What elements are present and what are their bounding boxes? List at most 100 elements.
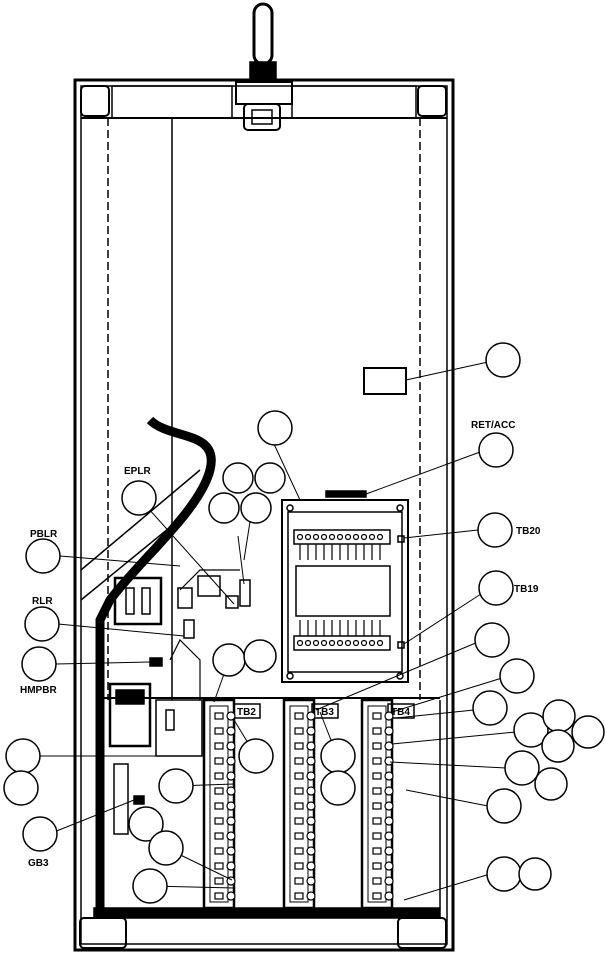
callout-circle: [148, 830, 184, 866]
callout-circle: [478, 570, 514, 606]
label-tb19: TB19: [514, 584, 539, 595]
terminal-screw: [214, 832, 224, 840]
terminal-pin: [384, 756, 394, 766]
small-module: [363, 367, 407, 395]
terminal-screw: [372, 892, 382, 900]
terminal-pin: [306, 756, 316, 766]
terminal-screw: [214, 892, 224, 900]
label-pblr: PBLR: [30, 529, 58, 540]
terminal-pin: [306, 846, 316, 856]
module-terminal: [312, 639, 320, 647]
label-tb2: TB2: [237, 707, 256, 718]
label-tb20: TB20: [516, 526, 541, 537]
module-terminal: [360, 639, 368, 647]
terminal-screw: [294, 772, 304, 780]
terminal-screw: [214, 847, 224, 855]
callout-circle: [240, 492, 272, 524]
main-cable: [95, 416, 216, 910]
terminal-pin: [384, 831, 394, 841]
terminal-pin: [226, 711, 236, 721]
module-terminal: [312, 533, 320, 541]
terminal-screw: [372, 877, 382, 885]
module-terminal: [304, 533, 312, 541]
callouts: [3, 342, 605, 904]
callout-circle: [477, 512, 513, 548]
callout-circle: [5, 738, 41, 774]
terminal-pin: [226, 771, 236, 781]
callout-circle: [472, 690, 508, 726]
callout-circle: [21, 646, 57, 682]
enclosure: [73, 78, 455, 952]
terminal-screw: [214, 772, 224, 780]
terminal-screw: [294, 712, 304, 720]
callout-circle: [132, 868, 168, 904]
terminal-pin: [384, 786, 394, 796]
callout-circle: [128, 806, 164, 842]
terminal-pin: [306, 786, 316, 796]
terminal-pin: [226, 741, 236, 751]
terminal-screw: [372, 817, 382, 825]
callout-circle: [478, 432, 514, 468]
callout-circle: [474, 622, 510, 658]
module-terminal: [296, 533, 304, 541]
terminal-pin: [384, 846, 394, 856]
label-tb3: TB3: [315, 707, 334, 718]
callout-circle: [243, 639, 277, 673]
module-terminal: [376, 639, 384, 647]
callout-circle: [513, 712, 549, 748]
callout-circle: [486, 856, 522, 892]
terminal-screw: [214, 787, 224, 795]
terminal-pin: [226, 756, 236, 766]
terminal-pins: [214, 533, 394, 901]
callout-circle: [486, 788, 522, 824]
terminal-pin: [384, 876, 394, 886]
module-terminal: [368, 639, 376, 647]
module-terminal: [344, 533, 352, 541]
terminal-pin: [384, 891, 394, 901]
terminal-screw: [214, 712, 224, 720]
callout-circle: [158, 768, 194, 804]
label-ret-acc: RET/ACC: [471, 420, 515, 431]
terminal-screw: [294, 757, 304, 765]
terminal-pin: [306, 861, 316, 871]
callout-circle: [212, 643, 246, 677]
label-eplr: EPLR: [124, 466, 151, 477]
terminal-screw: [294, 832, 304, 840]
callout-circle: [22, 816, 58, 852]
terminal-screw: [294, 787, 304, 795]
terminal-screw: [372, 847, 382, 855]
terminal-pin: [384, 711, 394, 721]
module-terminal: [376, 533, 384, 541]
module-terminal: [320, 533, 328, 541]
terminal-pin: [226, 726, 236, 736]
module-terminal: [328, 639, 336, 647]
terminal-pin: [306, 816, 316, 826]
terminal-pin: [226, 861, 236, 871]
callout-circle: [24, 606, 60, 642]
terminal-screw: [214, 742, 224, 750]
terminal-screw: [372, 772, 382, 780]
terminal-screw: [294, 802, 304, 810]
module-terminal: [320, 639, 328, 647]
terminal-screw: [214, 727, 224, 735]
terminal-pin: [226, 846, 236, 856]
terminal-pin: [384, 816, 394, 826]
relay-cluster: [113, 569, 251, 700]
callout-circle: [208, 492, 240, 524]
terminal-pin: [306, 891, 316, 901]
callout-circle: [534, 767, 568, 801]
terminal-screw: [294, 877, 304, 885]
module-terminal: [328, 533, 336, 541]
callout-circle: [320, 738, 356, 774]
terminal-pin: [226, 816, 236, 826]
terminal-screw: [294, 847, 304, 855]
terminal-screw: [372, 802, 382, 810]
terminal-screw: [214, 757, 224, 765]
terminal-screw: [372, 787, 382, 795]
terminal-pin: [226, 891, 236, 901]
callout-circle: [254, 462, 286, 494]
terminal-pin: [384, 801, 394, 811]
terminal-screw: [372, 862, 382, 870]
terminal-pin: [384, 771, 394, 781]
